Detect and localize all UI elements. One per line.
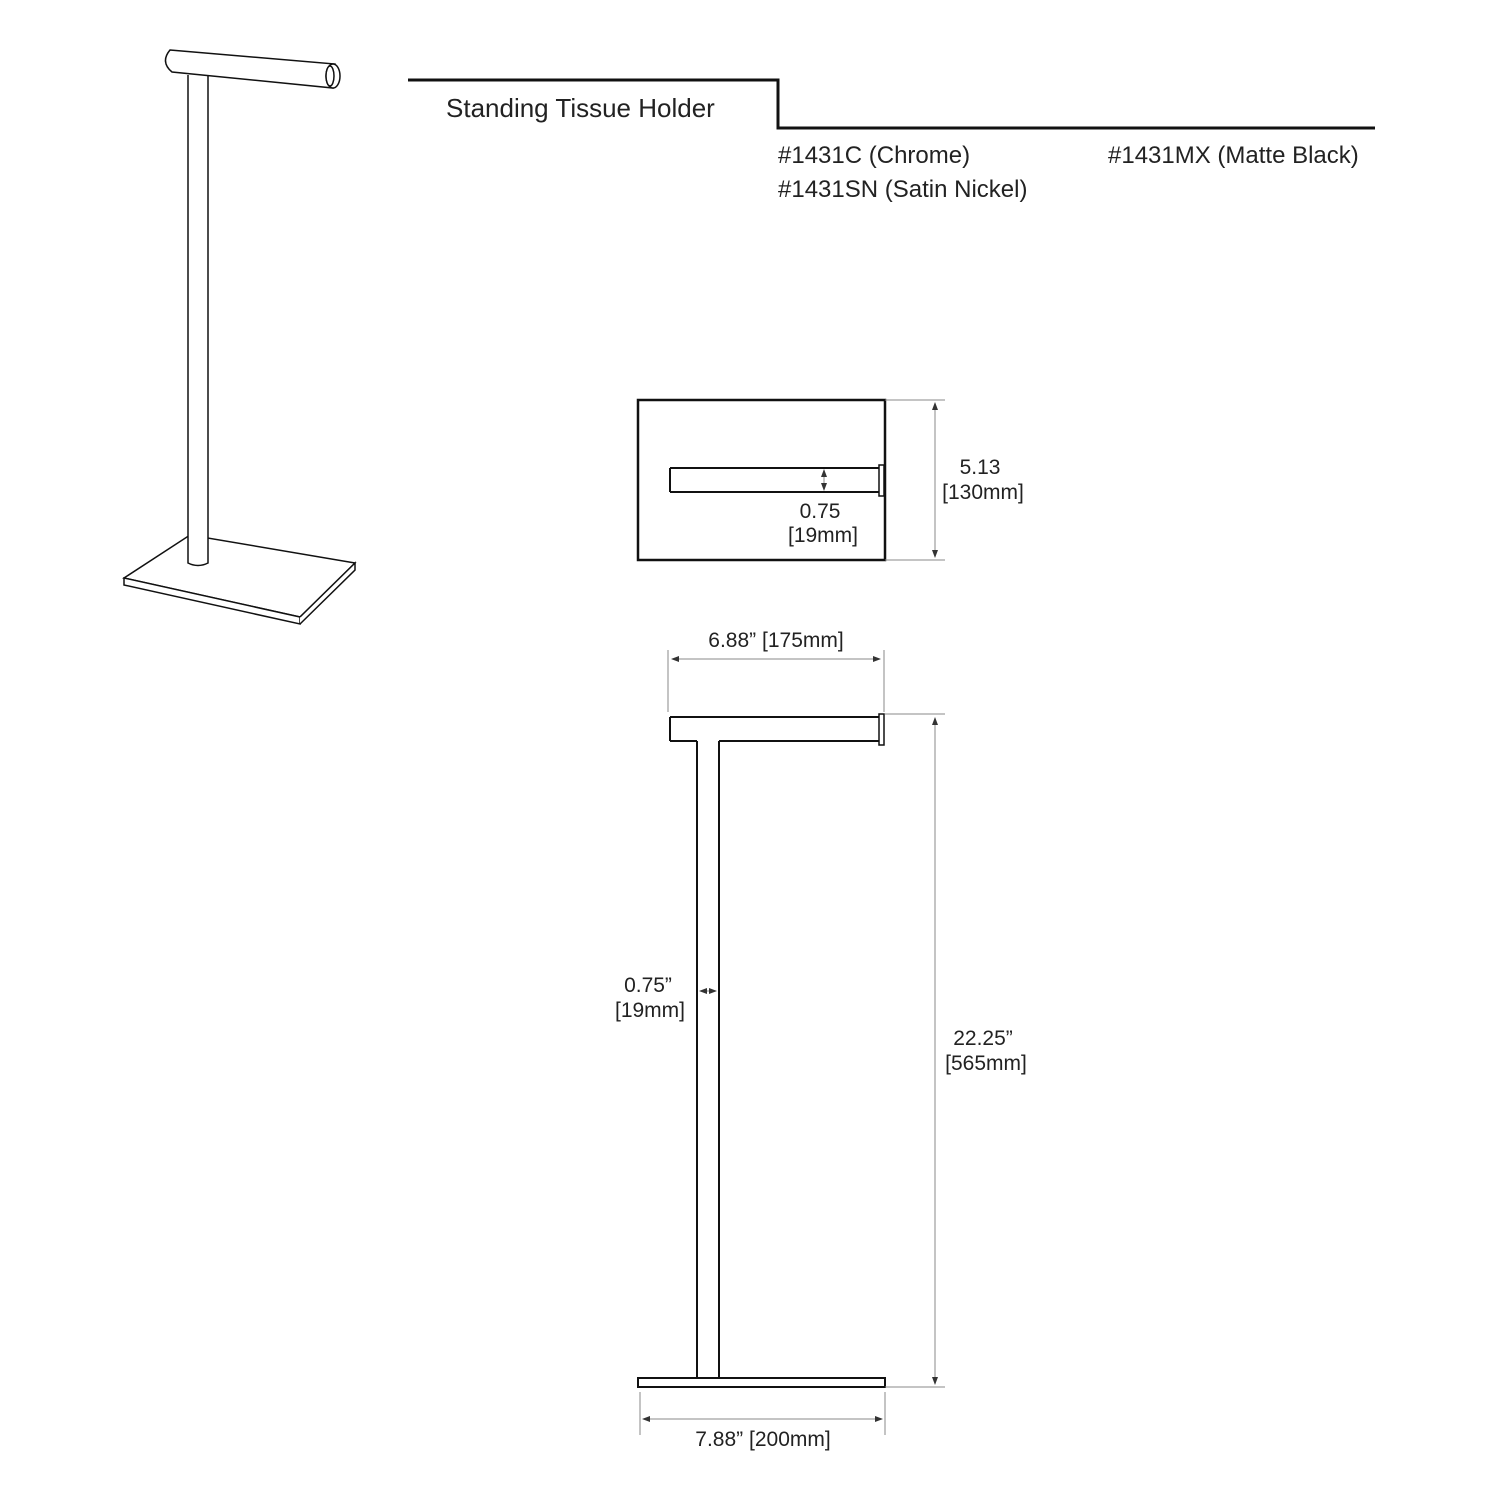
top-view bbox=[636, 398, 945, 562]
post-diameter-mm-label: [19mm] bbox=[615, 999, 685, 1022]
header-rule bbox=[408, 78, 1375, 130]
model-chrome: #1431C (Chrome) bbox=[778, 142, 970, 169]
height-mm-label: [565mm] bbox=[945, 1052, 1027, 1075]
top-depth-label: 5.13 bbox=[960, 456, 1001, 479]
product-title: Standing Tissue Holder bbox=[446, 93, 715, 123]
arm-width-label: 6.88” [175mm] bbox=[708, 629, 843, 652]
model-satin-nickel: #1431SN (Satin Nickel) bbox=[778, 176, 1027, 203]
perspective-view bbox=[122, 49, 357, 625]
model-matte-black: #1431MX (Matte Black) bbox=[1108, 142, 1359, 169]
post-diameter-label: 0.75” bbox=[624, 974, 672, 997]
front-view bbox=[637, 650, 945, 1435]
height-label: 22.25” bbox=[953, 1027, 1013, 1050]
top-rod-mm-label: [19mm] bbox=[788, 524, 858, 547]
top-depth-mm-label: [130mm] bbox=[942, 481, 1024, 504]
base-width-label: 7.88” [200mm] bbox=[695, 1428, 830, 1451]
top-rod-label: 0.75 bbox=[800, 500, 841, 523]
